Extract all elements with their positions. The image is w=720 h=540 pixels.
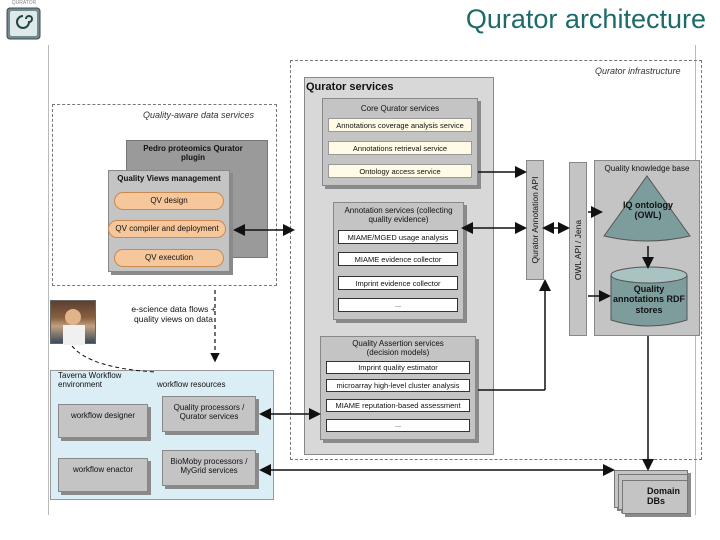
core-services-title: Core Qurator services: [360, 104, 440, 113]
annotation-service-item[interactable]: Imprint evidence collector: [338, 276, 458, 290]
flows-label: e-science data flows + quality views on …: [131, 304, 216, 324]
core-service-item[interactable]: Annotations coverage analysis service: [328, 118, 472, 132]
annotation-services-title: Annotation services (collecting quality …: [344, 206, 453, 225]
infrastructure-box: [290, 60, 702, 460]
qurator-logo: [6, 4, 42, 40]
quality-views-title: Quality Views management: [117, 174, 221, 183]
iq-ontology-label: IQ ontology (OWL): [623, 200, 673, 221]
biomoby-processors-box[interactable]: BioMoby processors / MyGrid services: [162, 450, 256, 486]
infrastructure-label: Qurator infrastructure: [595, 66, 681, 76]
workflow-enactor-box[interactable]: workflow enactor: [58, 458, 148, 492]
workflow-resources-label: workflow resources: [157, 380, 226, 389]
quality-aware-label: Quality-aware data services: [143, 110, 255, 120]
quality-annotations-label: Quality annotations RDF stores: [613, 284, 685, 315]
annotation-service-item[interactable]: MIAME/MGED usage analysis: [338, 230, 458, 244]
annotation-service-item[interactable]: MIAME evidence collector: [338, 252, 458, 266]
assertion-service-item[interactable]: MIAME reputation-based assessment: [326, 399, 470, 412]
quality-processors-box[interactable]: Quality processors / Qurator services: [162, 396, 256, 432]
domain-dbs-box[interactable]: Domain DBs: [622, 480, 688, 514]
assertion-service-item[interactable]: ...: [326, 419, 470, 432]
qv-design-item[interactable]: QV design: [114, 192, 224, 210]
workflow-env-label: Taverna Workflow environment: [58, 371, 122, 389]
page-title: Qurator architecture: [465, 4, 706, 34]
annotation-service-item[interactable]: ...: [338, 298, 458, 312]
workflow-designer-box[interactable]: workflow designer: [58, 404, 148, 438]
qv-compiler-item[interactable]: QV compiler and deployment: [108, 220, 226, 238]
qurator-services-label: Qurator services: [306, 81, 394, 93]
scientist-image: [50, 300, 96, 345]
assertion-services-title: Quality Assertion services (decision mod…: [352, 339, 444, 358]
owl-api-bar: [569, 162, 587, 336]
annotation-api-bar: [526, 160, 544, 280]
core-service-item[interactable]: Ontology access service: [328, 164, 472, 178]
logo-label: QURATOR: [11, 0, 37, 6]
assertion-service-item[interactable]: microarray high-level cluster analysis: [326, 379, 470, 392]
core-service-item[interactable]: Annotations retrieval service: [328, 141, 472, 155]
quality-aware-box: [52, 104, 277, 286]
pedro-label: Pedro proteomics Qurator plugin: [143, 144, 243, 163]
assertion-service-item[interactable]: Imprint quality estimator: [326, 361, 470, 374]
qv-execution-item[interactable]: QV execution: [114, 249, 224, 267]
knowledge-base-title: Quality knowledge base: [604, 164, 690, 173]
